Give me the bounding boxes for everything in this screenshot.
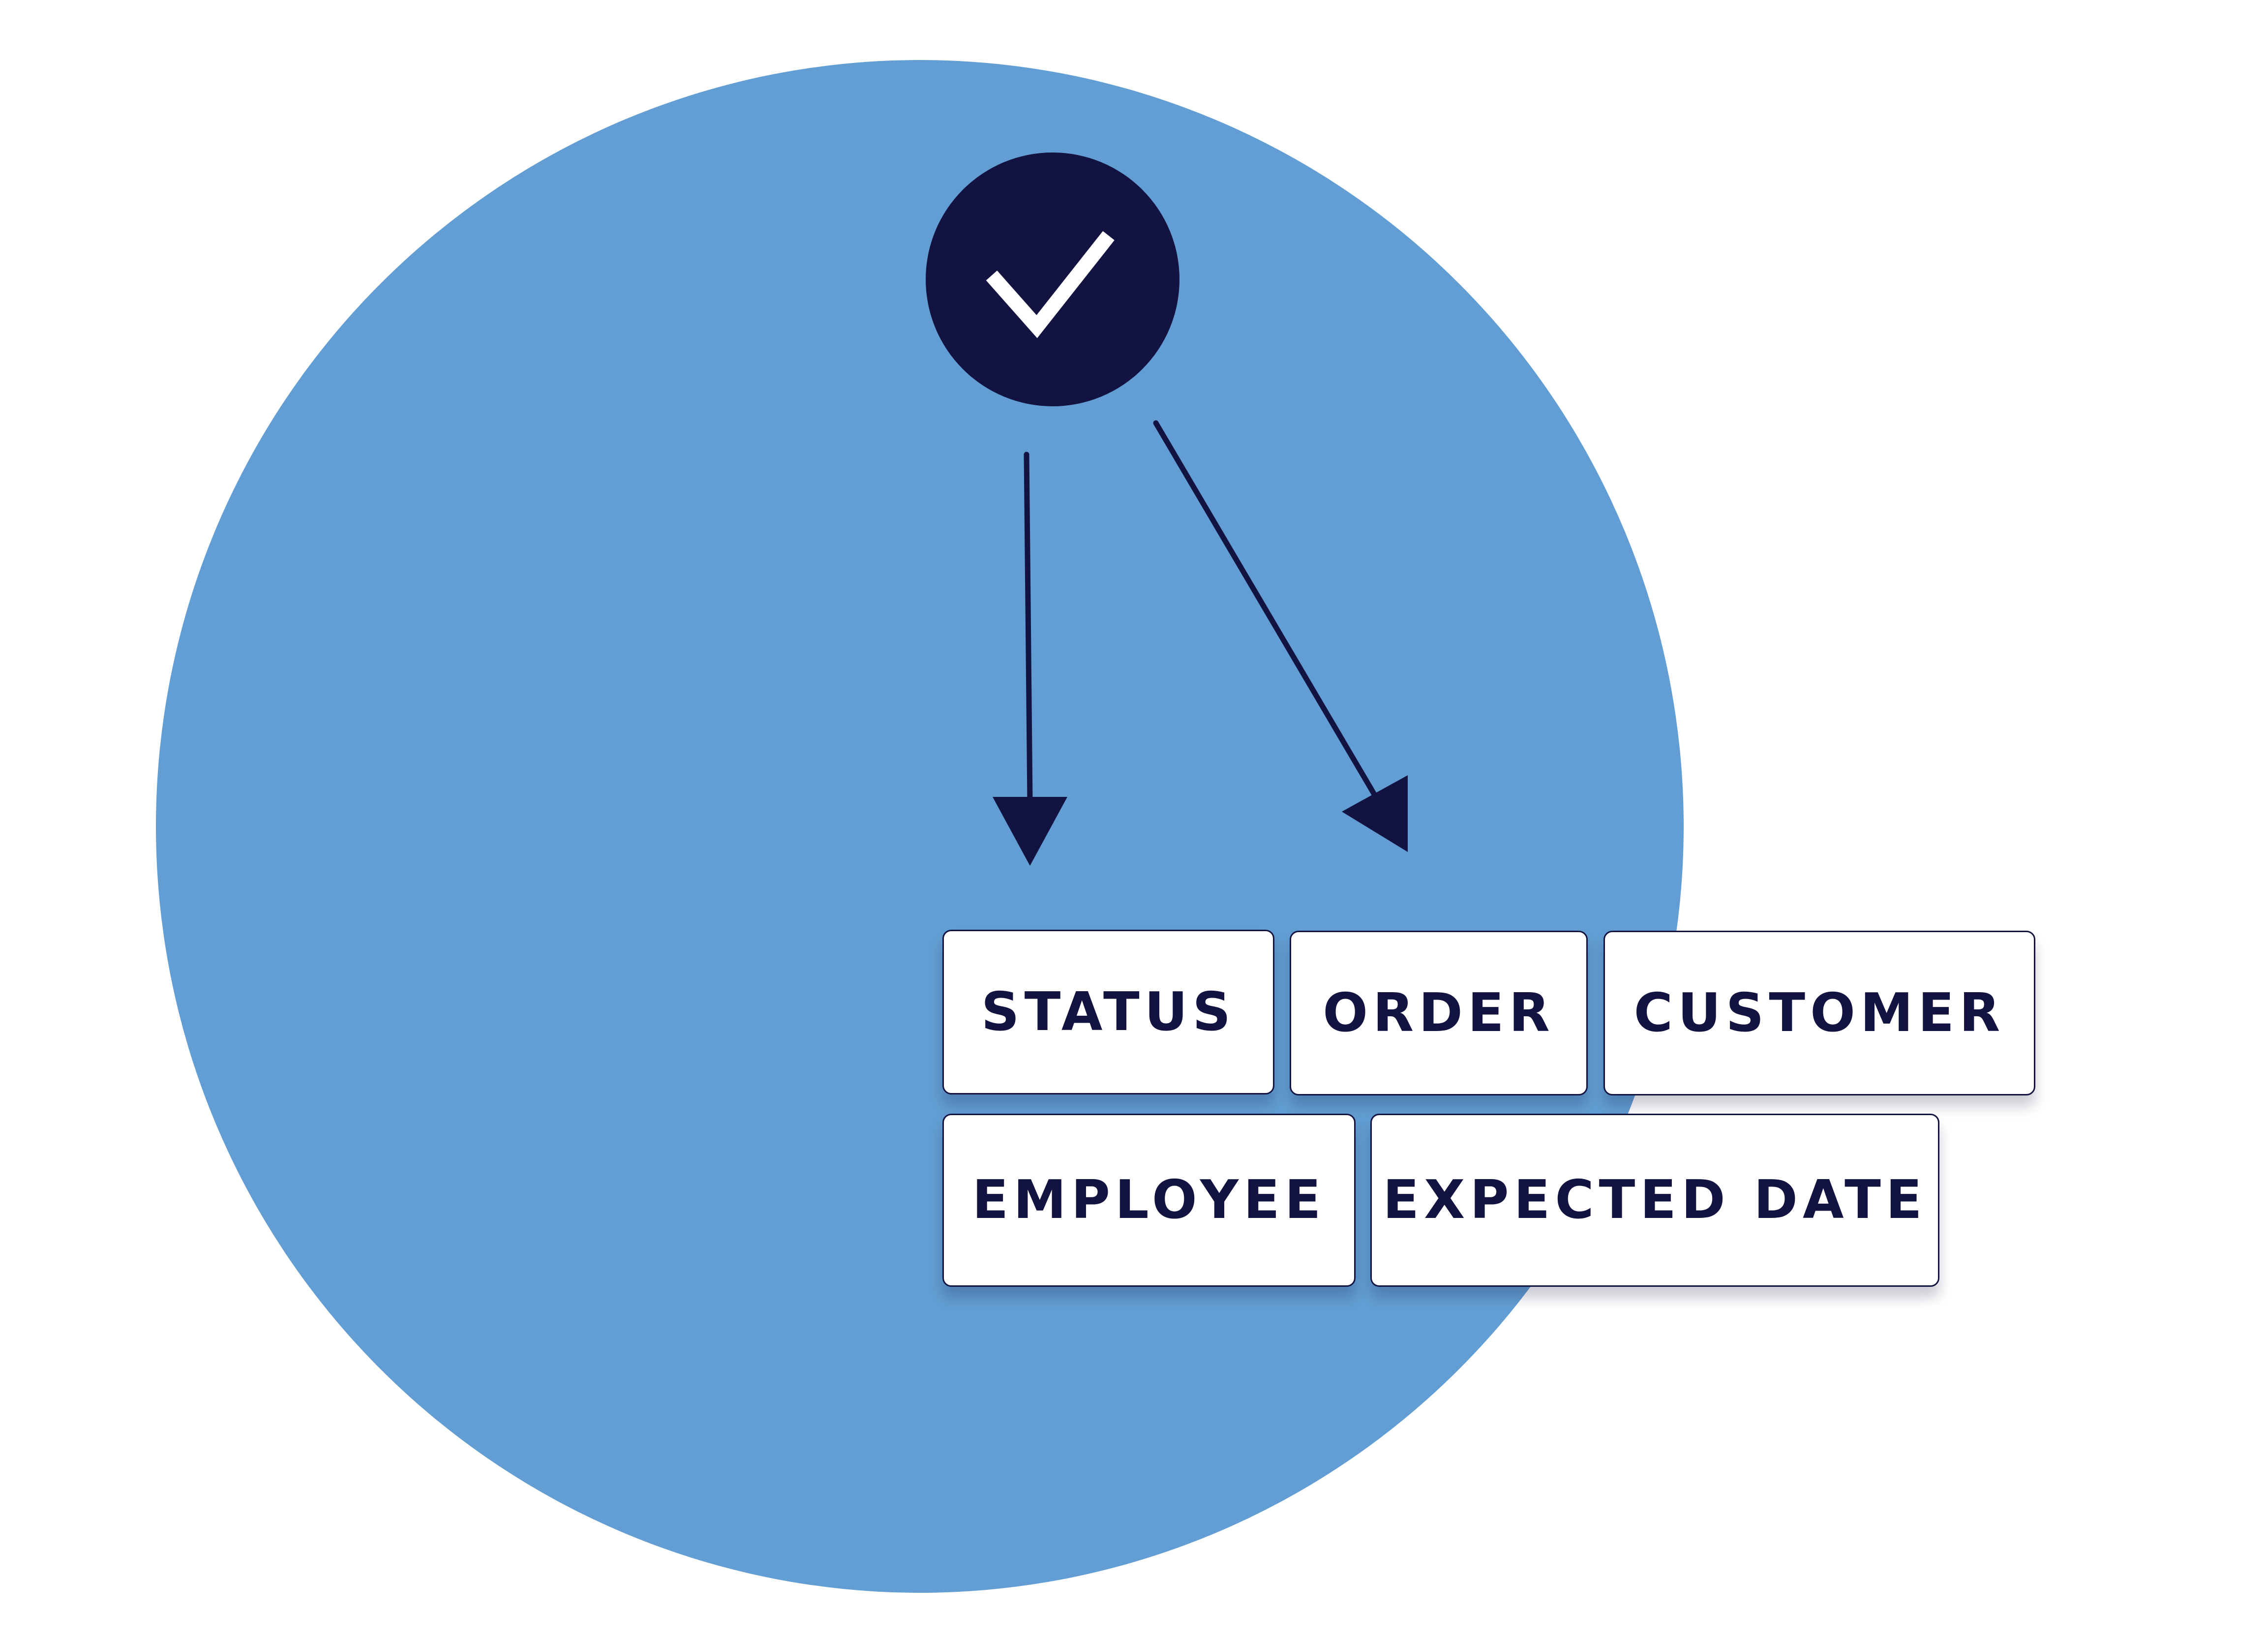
order-tag-label: ORDER <box>1323 982 1555 1044</box>
check-badge <box>926 152 1179 406</box>
background-circle <box>156 60 1684 1593</box>
customer-tag: CUSTOMER <box>1603 931 2035 1095</box>
expected-date-tag: EXPECTED DATE <box>1370 1114 1939 1287</box>
status-tag-label: STATUS <box>981 981 1236 1043</box>
arrow-diagonal-icon <box>1153 420 1408 852</box>
badge-circle <box>926 152 1179 406</box>
expected-date-tag-label: EXPECTED DATE <box>1383 1169 1927 1231</box>
employee-tag: EMPLOYEE <box>942 1114 1356 1287</box>
employee-tag-label: EMPLOYEE <box>972 1169 1326 1231</box>
checkmark-icon <box>986 231 1115 338</box>
arrow-down-icon <box>993 452 1067 866</box>
customer-tag-label: CUSTOMER <box>1633 982 2005 1044</box>
status-tag: STATUS <box>942 930 1274 1094</box>
order-tag: ORDER <box>1290 931 1588 1095</box>
